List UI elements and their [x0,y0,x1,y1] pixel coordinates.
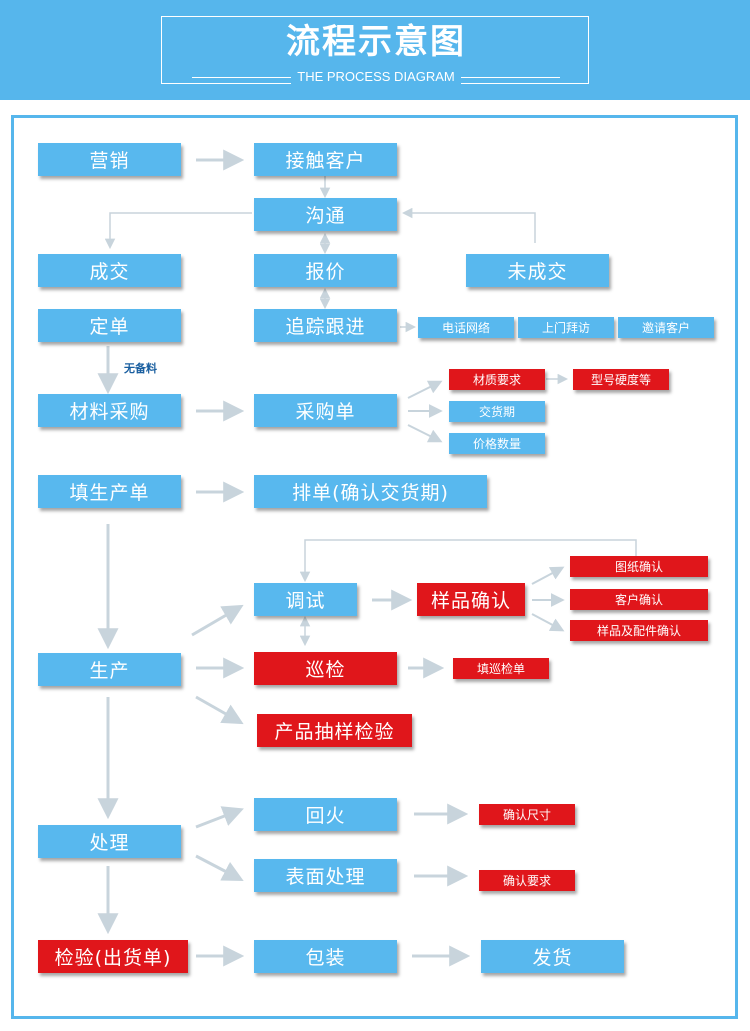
node-confirm-size: 确认尺寸 [479,804,575,825]
node-invite-customer: 邀请客户 [618,317,714,338]
node-confirm-requirements: 确认要求 [479,870,575,891]
node-shipping: 发货 [481,940,624,973]
node-price-quantity: 价格数量 [449,433,545,454]
node-follow-up: 追踪跟进 [254,309,397,342]
node-order: 定单 [38,309,181,342]
node-packaging: 包装 [254,940,397,973]
node-drawing-confirm: 图纸确认 [570,556,708,577]
arrow-purchase-material-req [407,380,443,399]
arrow-production-debug [191,604,244,637]
page-subtitle-text: THE PROCESS DIAGRAM [291,69,461,84]
node-fill-production-order: 填生产单 [38,475,181,508]
node-customer-confirm: 客户确认 [570,589,708,610]
arrow-communicate-deal [104,212,252,250]
node-processing: 处理 [38,825,181,858]
node-not-closed: 未成交 [466,254,609,287]
arrow-purchase-price [407,424,443,443]
node-model-hardness: 型号硬度等 [573,369,669,390]
node-production: 生产 [38,653,181,686]
arrow-sample-loop-debug [299,539,637,583]
node-contact-customer: 接触客户 [254,143,397,176]
node-debug: 调试 [254,583,357,616]
node-tempering: 回火 [254,798,397,831]
node-material-purchase: 材料采购 [38,394,181,427]
node-patrol-inspection: 巡检 [254,652,397,685]
arrow-sample-parts [531,613,565,632]
page-subtitle: THE PROCESS DIAGRAM [162,69,590,85]
header-banner: 流程示意图 THE PROCESS DIAGRAM [0,0,750,100]
arrow-sample-drawing [531,566,565,585]
node-product-sampling: 产品抽样检验 [257,714,412,747]
node-surface-treatment: 表面处理 [254,859,397,892]
node-deal-closed: 成交 [38,254,181,287]
arrow-processing-surface [195,854,244,881]
arrow-notclosed-communicate [401,207,536,243]
node-phone-network: 电话网络 [418,317,514,338]
title-frame: 流程示意图 THE PROCESS DIAGRAM [161,16,589,84]
node-schedule: 排单(确认交货期) [254,475,487,508]
node-door-visit: 上门拜访 [518,317,614,338]
node-sample-confirm: 样品确认 [417,583,525,616]
label-no-stock: 无备料 [124,362,157,375]
node-marketing: 营销 [38,143,181,176]
node-delivery-date: 交货期 [449,401,545,422]
node-purchase-order: 采购单 [254,394,397,427]
arrow-production-sampling [195,695,244,725]
node-fill-patrol-sheet: 填巡检单 [453,658,549,679]
node-material-requirements: 材质要求 [449,369,545,390]
node-inspection-shipping: 检验(出货单) [38,940,188,973]
page-title: 流程示意图 [286,22,466,62]
node-quote: 报价 [254,254,397,287]
node-sample-parts-confirm: 样品及配件确认 [570,620,708,641]
arrow-processing-tempering [195,806,244,829]
node-communicate: 沟通 [254,198,397,231]
